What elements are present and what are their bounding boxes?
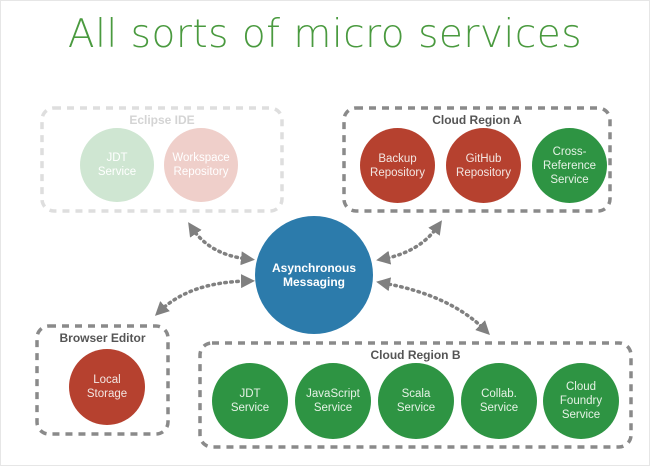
node-workspace-repository: Workspace Repository [164, 128, 238, 202]
group-label-eclipse-ide: Eclipse IDE [129, 113, 195, 127]
slide-title: All sorts of micro services [67, 12, 583, 57]
asynchronous-messaging-hub: Asynchronous Messaging [255, 216, 373, 334]
group-label-cloud-region-b: Cloud Region B [370, 348, 461, 362]
group-label-cloud-region-a: Cloud Region A [432, 113, 522, 127]
group-cloud-region-a: Cloud Region A [344, 108, 610, 211]
connector-eclipse-ide [188, 222, 255, 266]
eclipse-ide-box [40, 106, 284, 213]
node-github-repository: GitHub Repository [446, 128, 521, 203]
node-jdt-service-ide: JDT Service [80, 128, 154, 202]
node-cross-reference-service: Cross- Reference Service [532, 128, 607, 203]
connector-cloud-region-b [376, 277, 490, 335]
group-eclipse-ide: Eclipse IDE [42, 108, 282, 211]
connector-cloud-region-a [376, 220, 442, 265]
node-javascript-service: JavaScript Service [295, 363, 371, 439]
cloud-region-a-box [342, 106, 612, 213]
node-cloud-foundry-service: Cloud Foundry Service [543, 363, 619, 439]
cloud-region-b-box [198, 341, 633, 449]
group-cloud-region-b: Cloud Region B [200, 343, 631, 447]
node-jdt-service: JDT Service [212, 363, 288, 439]
group-browser-editor: Browser Editor [37, 326, 168, 434]
connector-browser-editor [154, 274, 255, 316]
browser-editor-box [35, 324, 170, 436]
node-local-storage: Local Storage [69, 349, 145, 425]
node-scala-service: Scala Service [378, 363, 454, 439]
node-collab-service: Collab. Service [461, 363, 537, 439]
node-backup-repository: Backup Repository [360, 128, 435, 203]
group-label-browser-editor: Browser Editor [59, 331, 146, 345]
